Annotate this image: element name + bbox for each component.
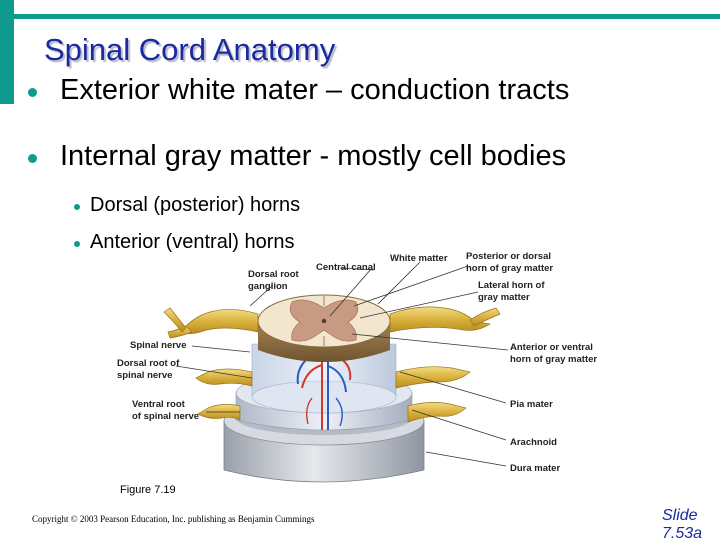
bullet-dot-icon (28, 88, 37, 97)
figure-caption: Figure 7.19 (120, 484, 176, 496)
label-central-canal: Central canal (316, 262, 376, 273)
label-dorsal-root-ganglion-1: Dorsal root (248, 269, 300, 280)
label-arachnoid: Arachnoid (510, 437, 557, 448)
label-lateral-horn-1: Lateral horn of (478, 280, 545, 291)
bullet-dot-icon (28, 154, 37, 163)
label-white-matter: White matter (390, 253, 448, 264)
top-accent-bar (14, 14, 720, 19)
label-lateral-horn-2: gray matter (478, 292, 530, 303)
slide-label: Slide (662, 507, 698, 524)
bullet-text: Exterior white mater – conduction tracts (60, 74, 570, 106)
label-posterior-horn-2: horn of gray matter (466, 263, 553, 274)
label-spinal-nerve: Spinal nerve (130, 340, 187, 351)
left-accent-bar (0, 0, 14, 104)
sub-bullet-text: Dorsal (posterior) horns (90, 194, 301, 216)
copyright-notice: Copyright © 2003 Pearson Education, Inc.… (32, 514, 315, 524)
label-dura-mater: Dura mater (510, 463, 560, 474)
label-ventral-root-2: of spinal nerve (132, 411, 199, 422)
label-dorsal-root-2: spinal nerve (117, 370, 172, 381)
label-anterior-horn-2: horn of gray matter (510, 354, 597, 365)
label-pia-mater: Pia mater (510, 399, 553, 410)
slide-title: Spinal Cord Anatomy (44, 32, 336, 67)
slide-number-value: 7.53a (662, 525, 703, 542)
label-dorsal-root-1: Dorsal root of (117, 358, 180, 369)
label-ventral-root-1: Ventral root (132, 399, 186, 410)
sub-bullet-text: Anterior (ventral) horns (90, 231, 295, 253)
bullet-text: Internal gray matter - mostly cell bodie… (60, 140, 567, 172)
bullet-dot-icon (74, 241, 80, 247)
label-dorsal-root-ganglion-2: ganglion (248, 281, 288, 292)
label-posterior-horn-1: Posterior or dorsal (466, 251, 551, 262)
slide-number: Slide 7.53a (662, 507, 702, 543)
label-anterior-horn-1: Anterior or ventral (510, 342, 593, 353)
bullet-dot-icon (74, 204, 80, 210)
